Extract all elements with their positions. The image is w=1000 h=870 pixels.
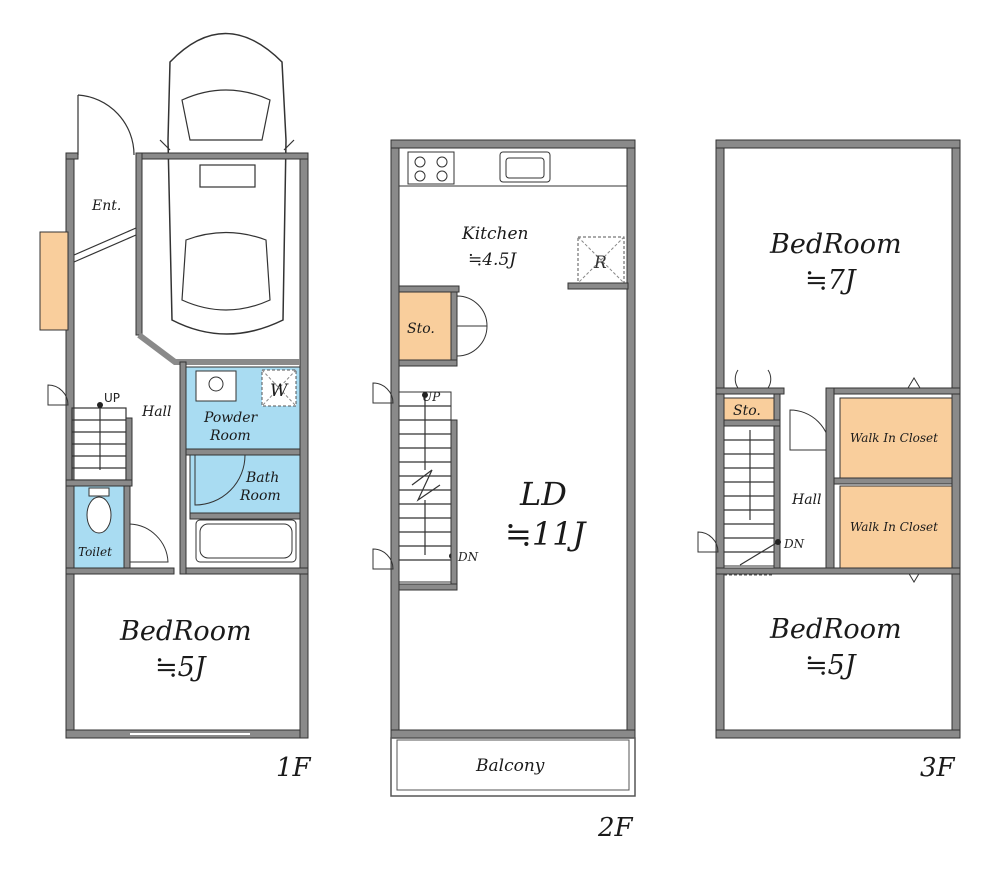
stairs-3f: [697, 425, 781, 567]
kitchen-label: Kitchen: [461, 224, 528, 244]
stairs-up-2f-label: UP: [422, 390, 441, 404]
bedroom-1f-size: ≒5J: [155, 652, 208, 683]
walk-in-closet-2-label: Walk In Closet: [850, 520, 938, 534]
balcony: [390, 737, 636, 797]
bath-room: [189, 454, 301, 514]
walk-in-closet-2: [839, 485, 953, 569]
stairs-down-2f-label: DN: [457, 550, 479, 564]
floor-3f: [697, 139, 961, 739]
washer-label: W: [270, 381, 289, 401]
bedroom-3f-1-label: BedRoom: [769, 229, 902, 260]
hall-3f-label: Hall: [791, 492, 822, 508]
floor-2f: [372, 139, 636, 797]
storage-3f-label: Sto.: [733, 403, 761, 419]
powder-room-label-2: Room: [209, 428, 251, 444]
floor-1f-label: 1F: [276, 753, 312, 783]
entrance-label: Ent.: [91, 198, 121, 214]
wall: [299, 152, 309, 739]
bedroom-3f-2-label: BedRoom: [769, 614, 902, 645]
bath-label-2: Room: [239, 488, 281, 504]
walk-in-closet-1: [839, 397, 953, 479]
stairs-up-label: UP: [104, 391, 120, 405]
walk-in-closet-1-label: Walk In Closet: [850, 431, 938, 445]
wall: [65, 152, 79, 160]
powder-room-label-1: Powder: [203, 410, 259, 426]
balcony-label: Balcony: [475, 756, 545, 776]
stairs-2f: [372, 382, 455, 583]
bedroom-1f-label: BedRoom: [119, 616, 252, 647]
floor-3f-label: 3F: [920, 753, 956, 783]
wall: [135, 152, 143, 336]
hall-label: Hall: [141, 404, 172, 420]
ld-label: LD: [519, 475, 567, 513]
wall: [135, 152, 309, 160]
bay-window: [39, 231, 69, 331]
bath-label-1: Bath: [245, 470, 279, 486]
storage-2f-label: Sto.: [407, 321, 435, 337]
toilet-label: Toilet: [78, 545, 112, 559]
car-icon: [159, 32, 295, 335]
stairs-down-3f-label: DN: [783, 537, 805, 551]
refrigerator-label: R: [593, 253, 607, 273]
bedroom-3f-2-size: ≒5J: [805, 650, 858, 681]
bedroom-3f-1-size: ≒7J: [805, 265, 858, 296]
ld-size: ≒11J: [505, 515, 588, 553]
kitchen-size: ≒4.5J: [468, 250, 517, 270]
storage-2f: [398, 291, 452, 361]
floor-2f-label: 2F: [597, 813, 634, 843]
floor-1f: [39, 32, 309, 739]
